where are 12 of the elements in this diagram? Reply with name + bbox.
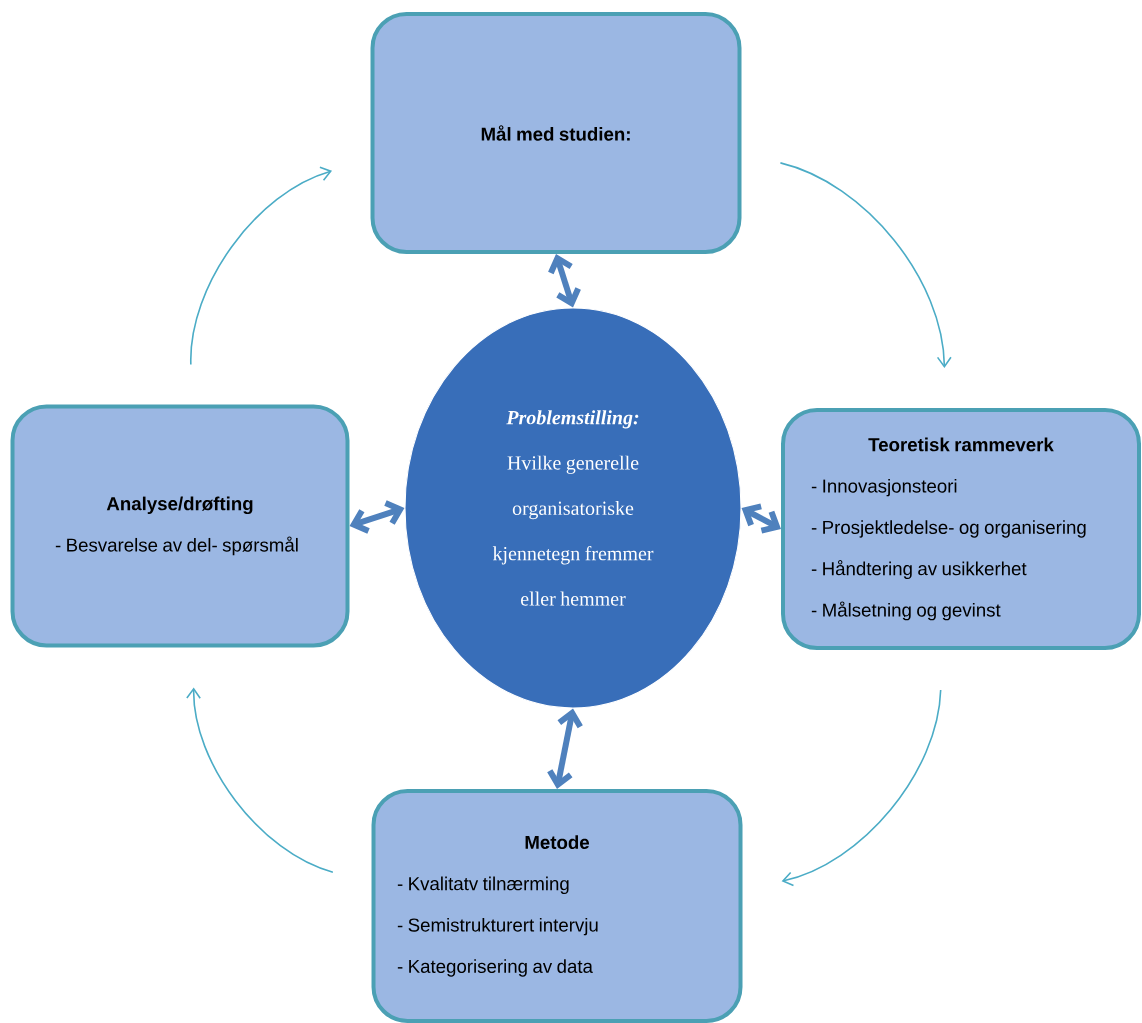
double-arrow [349, 500, 405, 534]
curved-arrow [781, 689, 942, 887]
double-arrow [548, 254, 581, 308]
process-box: Metode - Kvalitatv tilnærming - Semistrukturert intervju - Kategorisering av data [371, 789, 743, 1023]
double-arrow [547, 708, 583, 789]
double-arrow [741, 503, 781, 534]
curved-arrow [779, 162, 952, 368]
process-box: Teoretisk rammeverk - Innovasjonsteori - Prosjektledelse- og organisering - Håndtering av usikkerhet - Målsetning og gevinst [781, 408, 1141, 650]
process-box: Mål med studien: [370, 12, 742, 254]
curved-arrow [190, 166, 333, 366]
curved-arrow [186, 687, 334, 873]
process-box: Analyse/drøfting - Besvarelse av del- spørsmål [10, 404, 350, 648]
